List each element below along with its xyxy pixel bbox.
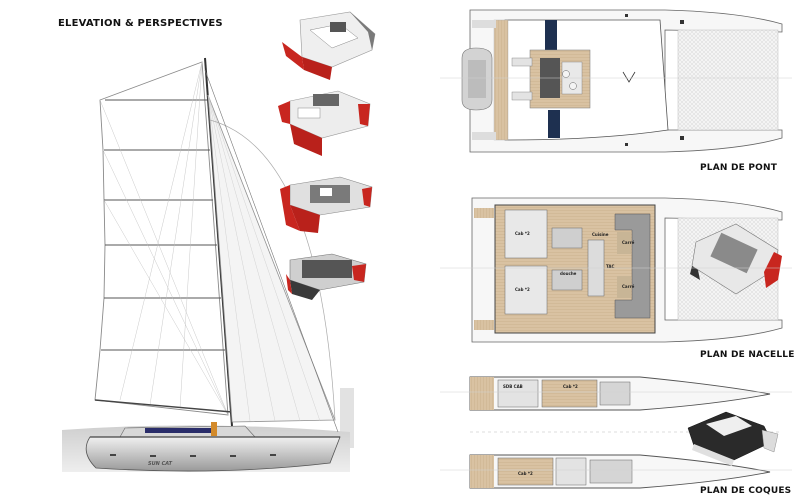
plan-de-coques: SDB CAB Cab *2 Cab *2	[469, 376, 780, 489]
label-plan-de-nacelle: PLAN DE NACELLE	[700, 350, 795, 360]
perspective-1	[282, 11, 376, 80]
room-carre-2: Carré	[622, 284, 635, 289]
page-title: ELEVATION & PERSPECTIVES	[58, 18, 223, 29]
room-cab-2: Cab *2	[515, 287, 530, 292]
mainsail	[94, 61, 229, 416]
plan-de-nacelle: Cab *2 Cab *2 Cuisine Carré Carré douche…	[471, 197, 783, 343]
perspective-4	[286, 253, 367, 300]
room-sdb-cab: SDB CAB	[503, 384, 523, 389]
battens	[101, 99, 225, 351]
perspective-hulls	[687, 411, 779, 466]
room-coque-cab-2: Cab *2	[518, 471, 533, 476]
label-plan-de-pont: PLAN DE PONT	[700, 163, 778, 173]
room-coque-cab-1: Cab *2	[563, 384, 578, 389]
portholes	[110, 454, 276, 457]
room-cuisine: Cuisine	[592, 232, 609, 237]
hull-side	[85, 436, 341, 472]
label-plan-de-coques: PLAN DE COQUES	[700, 486, 792, 496]
cabin-windows	[145, 428, 215, 433]
perspective-3	[280, 176, 373, 233]
room-douche: douche	[560, 271, 577, 276]
room-tac: TAC	[606, 264, 615, 269]
perspective-interior	[690, 223, 782, 295]
boom	[94, 399, 233, 413]
orange-locker	[211, 422, 217, 436]
room-carre-1: Carré	[622, 240, 635, 245]
svg-text:SUN CAT: SUN CAT	[148, 461, 173, 467]
guide-lines	[440, 77, 792, 471]
sail-elevation: SUN CAT	[62, 57, 354, 472]
forestay	[204, 69, 339, 433]
perspective-2	[278, 90, 371, 156]
room-cab-1: Cab *2	[515, 231, 530, 236]
plan-de-pont	[461, 9, 783, 153]
